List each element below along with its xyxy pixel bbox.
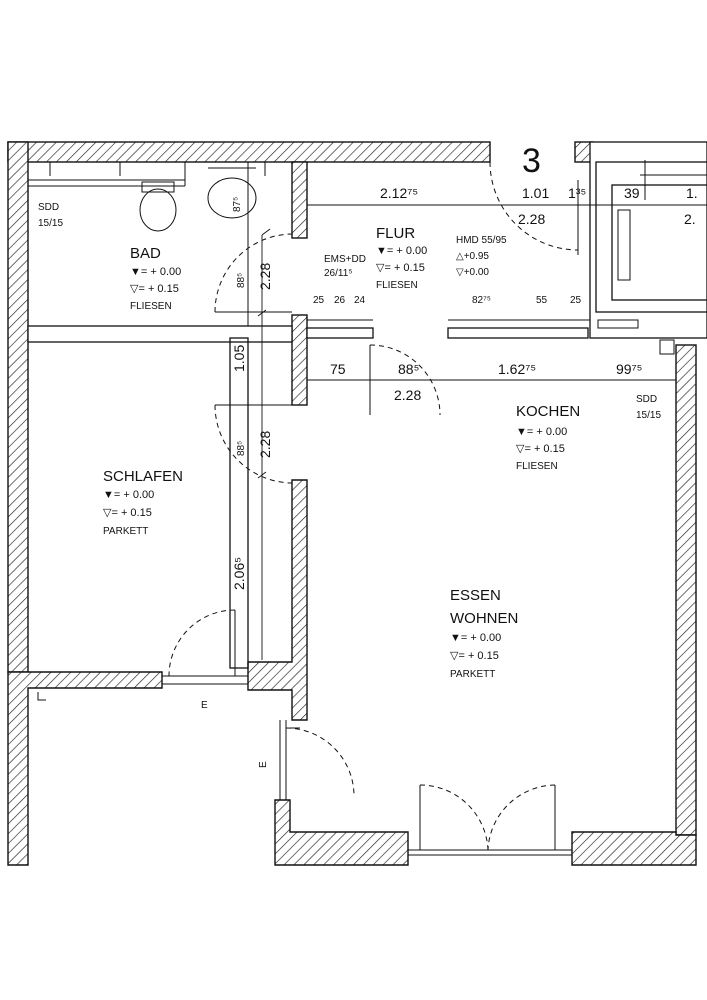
dimension-texts: 2.12⁷⁵ 1.01 1³⁵ 39 1. 2.28 2. 25 26 24 8… <box>231 185 698 590</box>
room-name: BAD <box>130 245 161 262</box>
room-essen-wohnen: ESSEN WOHNEN ▼= + 0.00 ▽= + 0.15 PARKETT <box>450 587 518 680</box>
e-marker-bottom: E <box>201 700 208 711</box>
dim-mid-99: 99⁷⁵ <box>616 361 642 377</box>
room-kochen: KOCHEN ▼= + 0.00 ▽= + 0.15 FLIESEN <box>516 403 580 472</box>
level-floor: ▼= + 0.00 <box>376 245 427 257</box>
level-finish: ▽= + 0.15 <box>130 283 179 295</box>
sdd-left-value: 15/15 <box>38 218 63 229</box>
dim-v-885a: 88⁵ <box>236 273 247 288</box>
room-flur: FLUR ▼= + 0.00 ▽= + 0.15 FLIESEN <box>376 225 427 291</box>
sdd-right-value: 15/15 <box>636 410 661 421</box>
door-swings <box>168 161 579 851</box>
dim-top-1: 1. <box>686 185 698 201</box>
level-finish: ▽= + 0.15 <box>516 443 565 455</box>
hmd-top: △+0.95 <box>456 251 489 262</box>
walls <box>7 141 697 866</box>
room-name: SCHLAFEN <box>103 468 183 485</box>
level-floor: ▼= + 0.00 <box>130 266 181 278</box>
dim-v-228b: 2.28 <box>257 431 273 458</box>
dim-mid-88: 88⁵ <box>398 361 419 377</box>
dim-mid-75: 75 <box>330 361 346 377</box>
dim-wc-87: 87⁵ <box>232 197 243 212</box>
dim-top-2: 2. <box>684 211 696 227</box>
dim-mid-228: 2.28 <box>394 387 421 403</box>
partition-walls <box>27 141 707 669</box>
room-name: KOCHEN <box>516 403 580 420</box>
room-name-2: WOHNEN <box>450 610 518 627</box>
dim-26: 26 <box>334 295 346 306</box>
room-schlafen: SCHLAFEN ▼= + 0.00 ▽= + 0.15 PARKETT <box>103 468 183 537</box>
stair-number: 3 <box>522 142 541 180</box>
level-finish: ▽= + 0.15 <box>376 262 425 274</box>
level-finish: ▽= + 0.15 <box>103 507 152 519</box>
sdd-right-label: SDD <box>636 394 657 405</box>
dim-mid-162: 1.62⁷⁵ <box>498 361 536 377</box>
floor-material: FLIESEN <box>516 461 558 472</box>
dim-v-105: 1.05 <box>231 345 247 372</box>
level-floor: ▼= + 0.00 <box>516 426 567 438</box>
room-bad: BAD ▼= + 0.00 ▽= + 0.15 FLIESEN <box>130 245 181 312</box>
room-name: FLUR <box>376 225 415 242</box>
dim-top-228: 2.28 <box>518 211 545 227</box>
dim-25b: 25 <box>570 295 582 306</box>
ems-label: EMS+DD <box>324 254 366 265</box>
notes: SDD 15/15 SDD 15/15 EMS+DD 26/11⁵ HMD 55… <box>38 142 661 768</box>
dim-top-212: 2.12⁷⁵ <box>380 185 418 201</box>
level-floor: ▼= + 0.00 <box>103 489 154 501</box>
dim-top-39: 39 <box>624 185 640 201</box>
dim-top-135: 1³⁵ <box>568 185 586 201</box>
dim-v-228a: 2.28 <box>257 263 273 290</box>
level-finish: ▽= + 0.15 <box>450 650 499 662</box>
hmd-label: HMD 55/95 <box>456 235 507 246</box>
room-name-1: ESSEN <box>450 587 501 604</box>
floor-material: PARKETT <box>103 526 148 537</box>
ems-value: 26/11⁵ <box>324 268 352 279</box>
e-marker-side: E <box>258 761 269 768</box>
detail-lines <box>28 160 707 856</box>
sdd-left-label: SDD <box>38 202 59 213</box>
hmd-bottom: ▽+0.00 <box>456 267 489 278</box>
dim-55: 55 <box>536 295 548 306</box>
dim-v-885b: 88⁵ <box>236 441 247 456</box>
floor-material: FLIESEN <box>130 301 172 312</box>
dim-top-101: 1.01 <box>522 185 549 201</box>
level-floor: ▼= + 0.00 <box>450 632 501 644</box>
dimension-lines <box>257 204 707 660</box>
dim-82: 82⁷⁵ <box>472 295 491 306</box>
dim-24: 24 <box>354 295 366 306</box>
dim-v-2065: 2.06⁵ <box>231 557 247 590</box>
dim-25a: 25 <box>313 295 325 306</box>
floor-material: FLIESEN <box>376 280 418 291</box>
floor-material: PARKETT <box>450 669 495 680</box>
